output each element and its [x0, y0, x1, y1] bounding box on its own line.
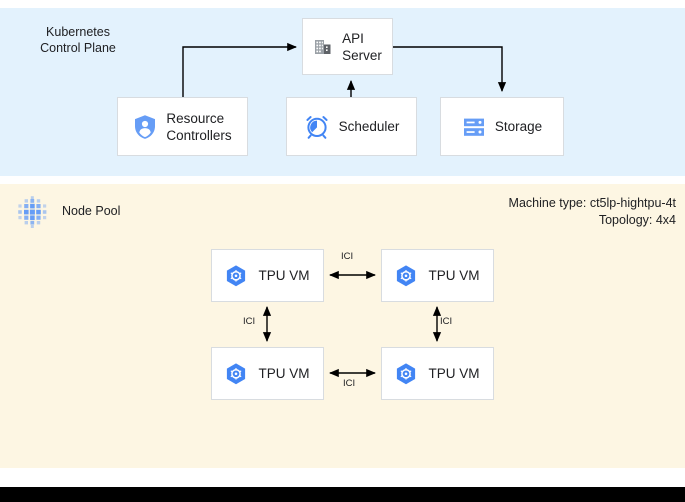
node-pool-dots-icon	[15, 194, 51, 235]
shield-person-icon	[133, 114, 157, 140]
node-tpu-vm-3-label: TPU VM	[428, 366, 480, 381]
alarm-clock-icon	[304, 114, 330, 140]
tpu-hexagon-icon	[395, 362, 417, 386]
node-scheduler-label: Scheduler	[338, 119, 400, 134]
tpu-hexagon-icon	[395, 264, 417, 288]
ici-label-bottom: ICI	[343, 378, 356, 389]
storage-icon	[462, 115, 486, 139]
node-tpu-vm-2-label: TPU VM	[258, 366, 310, 381]
building-icon	[313, 37, 333, 57]
bottom-bar	[0, 487, 685, 502]
node-pool-title: Node Pool	[62, 204, 121, 218]
node-pool-meta: Machine type: ct5lp-hightpu-4t Topology:…	[509, 195, 676, 229]
node-storage[interactable]: Storage	[440, 97, 564, 156]
node-tpu-vm-0-label: TPU VM	[258, 268, 310, 283]
node-tpu-vm-1-label: TPU VM	[428, 268, 480, 283]
tpu-hexagon-icon	[225, 264, 247, 288]
ici-label-left: ICI	[243, 316, 256, 327]
topology-label: Topology: 4x4	[598, 213, 676, 227]
node-tpu-vm-2[interactable]: TPU VM	[211, 347, 324, 400]
ici-label-right: ICI	[440, 316, 453, 327]
node-resource-controllers[interactable]: Resource Controllers	[117, 97, 248, 156]
machine-type-label: Machine type: ct5lp-hightpu-4t	[508, 196, 676, 210]
node-resource-controllers-label: Resource Controllers	[166, 110, 232, 143]
tpu-hexagon-icon	[225, 362, 247, 386]
node-api-server-label: API Server	[342, 30, 382, 63]
node-tpu-vm-0[interactable]: TPU VM	[211, 249, 324, 302]
node-pool-panel	[0, 184, 685, 468]
ici-label-top: ICI	[341, 251, 354, 262]
node-api-server[interactable]: API Server	[302, 18, 393, 75]
node-tpu-vm-1[interactable]: TPU VM	[381, 249, 494, 302]
node-tpu-vm-3[interactable]: TPU VM	[381, 347, 494, 400]
node-scheduler[interactable]: Scheduler	[286, 97, 417, 156]
node-storage-label: Storage	[494, 119, 543, 134]
control-plane-title: Kubernetes Control Plane	[40, 25, 116, 55]
